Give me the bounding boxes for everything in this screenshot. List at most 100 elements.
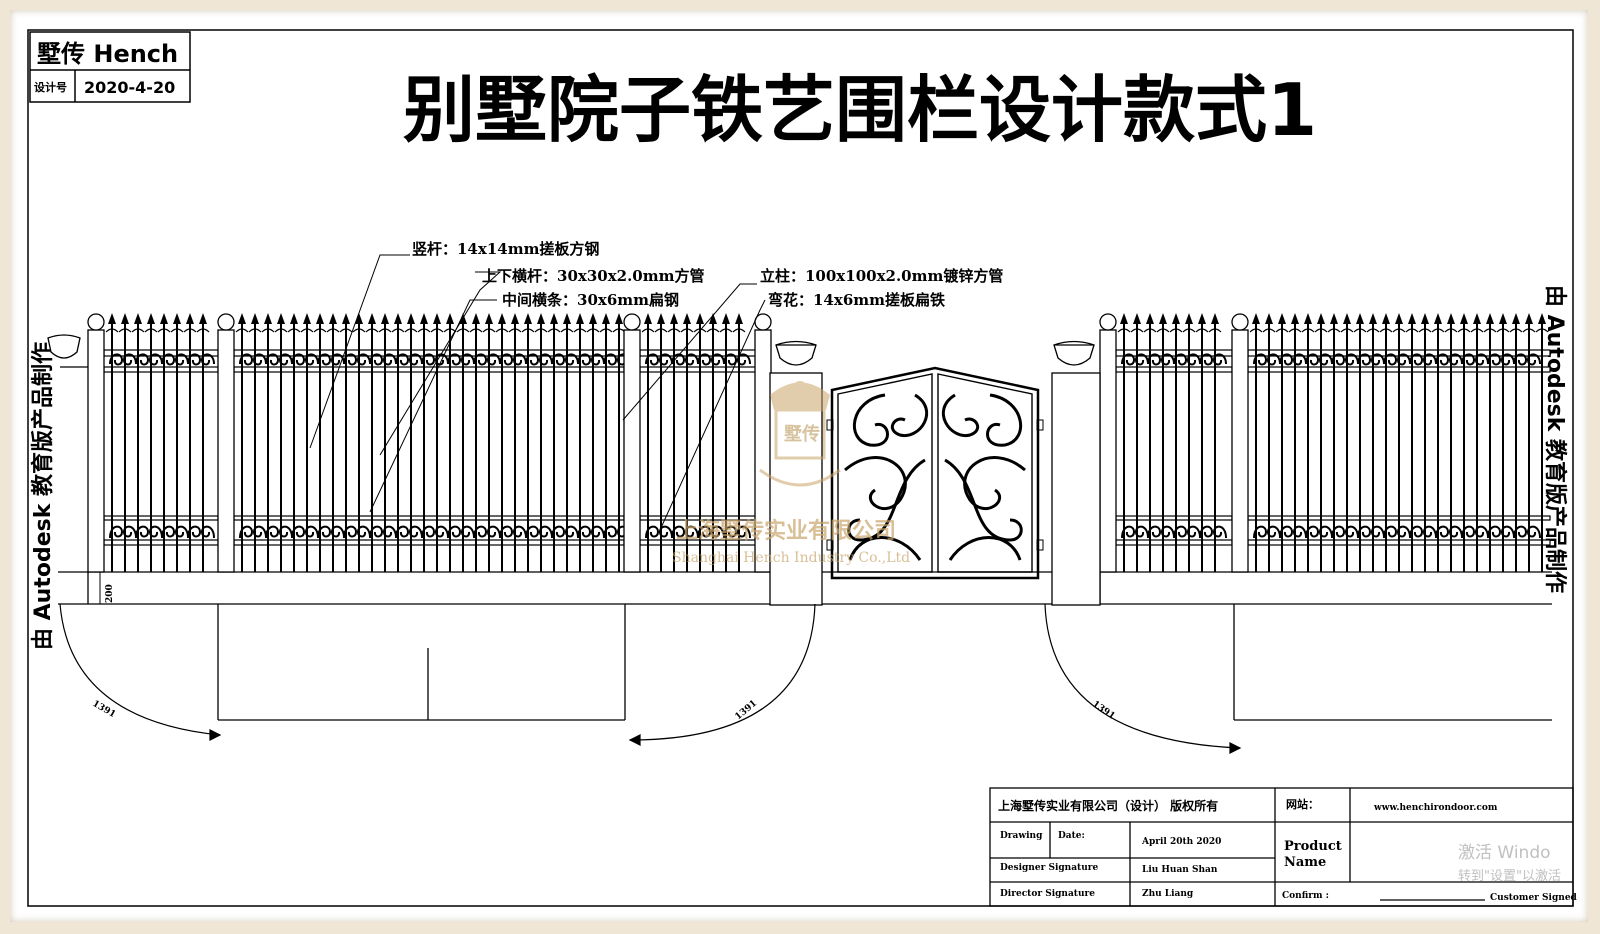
scroll bbox=[736, 525, 751, 539]
scroll bbox=[343, 525, 358, 539]
dimension-arc-right: 1391 bbox=[1090, 699, 1116, 722]
scroll bbox=[369, 525, 384, 539]
scroll bbox=[421, 525, 436, 539]
scroll bbox=[1199, 525, 1214, 539]
spear-collar bbox=[1275, 328, 1289, 333]
spear-tip bbox=[524, 313, 532, 324]
spear-tip bbox=[160, 313, 168, 324]
scroll bbox=[1396, 525, 1411, 539]
scroll bbox=[1160, 353, 1175, 366]
scroll bbox=[1160, 525, 1175, 539]
scroll bbox=[122, 525, 137, 539]
scroll bbox=[1513, 525, 1528, 539]
spear-collar bbox=[183, 328, 197, 333]
scroll bbox=[434, 525, 449, 539]
spear-collar bbox=[261, 328, 275, 333]
scroll bbox=[1435, 525, 1450, 539]
spear-tip bbox=[303, 313, 311, 324]
spear-tip bbox=[199, 313, 207, 324]
spear-tip bbox=[1133, 313, 1141, 324]
scroll bbox=[1279, 353, 1294, 366]
scroll bbox=[577, 525, 592, 539]
scroll bbox=[1344, 525, 1359, 539]
scroll bbox=[473, 525, 488, 539]
scroll bbox=[1173, 525, 1188, 539]
spear-tip bbox=[368, 313, 376, 324]
title-block-drawing-label: Drawing bbox=[1000, 831, 1043, 841]
scroll bbox=[1409, 353, 1424, 366]
scroll bbox=[291, 525, 306, 539]
spear-tip bbox=[1198, 313, 1206, 324]
spear-tip bbox=[1356, 313, 1364, 324]
scroll bbox=[512, 525, 527, 539]
scroll bbox=[710, 353, 725, 366]
scroll bbox=[564, 525, 579, 539]
lower-rail bbox=[103, 539, 219, 546]
scroll bbox=[200, 353, 215, 366]
spear-collar bbox=[1143, 328, 1157, 333]
spear-collar bbox=[1327, 328, 1341, 333]
scroll bbox=[317, 353, 332, 366]
spear-tip bbox=[1486, 313, 1494, 324]
spear-tip bbox=[722, 313, 730, 324]
spear-tip bbox=[670, 313, 678, 324]
annotation-post: 立柱：100x100x2.0mm镀锌方管 bbox=[760, 267, 1003, 285]
post bbox=[217, 329, 235, 573]
spear-tip bbox=[1434, 313, 1442, 324]
spear-tip bbox=[1343, 313, 1351, 324]
spear-collar bbox=[1496, 328, 1510, 333]
design-date: 2020-4-20 bbox=[84, 78, 175, 97]
spear-tip bbox=[589, 313, 597, 324]
scroll bbox=[1212, 525, 1227, 539]
upper-rail bbox=[233, 366, 625, 373]
scroll bbox=[1266, 353, 1281, 366]
spear-collar bbox=[1431, 328, 1445, 333]
scroll bbox=[460, 353, 475, 366]
scroll bbox=[1435, 353, 1450, 366]
scroll bbox=[1147, 353, 1162, 366]
scroll bbox=[252, 353, 267, 366]
logo-text: 墅传 bbox=[784, 423, 820, 445]
scroll bbox=[684, 525, 699, 539]
post-cap bbox=[217, 313, 235, 331]
scroll bbox=[369, 353, 384, 366]
scroll bbox=[1409, 525, 1424, 539]
spear-collar bbox=[547, 328, 561, 333]
scroll bbox=[1487, 353, 1502, 366]
spear-tip bbox=[550, 313, 558, 324]
spear-tip bbox=[316, 313, 324, 324]
scroll bbox=[1305, 525, 1320, 539]
scroll bbox=[1253, 525, 1268, 539]
spear-collar bbox=[482, 328, 496, 333]
title-block-customer-label: Customer Signed bbox=[1490, 893, 1578, 903]
scroll bbox=[343, 353, 358, 366]
spear-tip bbox=[251, 313, 259, 324]
scroll bbox=[499, 353, 514, 366]
scroll bbox=[382, 353, 397, 366]
scroll bbox=[1344, 353, 1359, 366]
spear-tip bbox=[1369, 313, 1377, 324]
spear-tip bbox=[173, 313, 181, 324]
scroll bbox=[1383, 353, 1398, 366]
spear-collar bbox=[378, 328, 392, 333]
spear-tip bbox=[472, 313, 480, 324]
spear-tip bbox=[602, 313, 610, 324]
spear-collar bbox=[144, 328, 158, 333]
spear-collar bbox=[1366, 328, 1380, 333]
company-watermark-cn: 上海墅传实业有限公司 bbox=[676, 518, 896, 544]
scroll bbox=[317, 525, 332, 539]
scroll bbox=[148, 525, 163, 539]
spear-collar bbox=[1314, 328, 1328, 333]
post-cap bbox=[1099, 313, 1117, 331]
spear-tip bbox=[264, 313, 272, 324]
scroll bbox=[736, 353, 751, 366]
scroll bbox=[174, 353, 189, 366]
scroll bbox=[148, 353, 163, 366]
scroll bbox=[1383, 525, 1398, 539]
title-block-confirm-label: Confirm : bbox=[1282, 891, 1329, 901]
scroll bbox=[1357, 353, 1372, 366]
spear-collar bbox=[456, 328, 470, 333]
title-block-designer-label: Designer Signature bbox=[1000, 863, 1098, 873]
spear-collar bbox=[1301, 328, 1315, 333]
